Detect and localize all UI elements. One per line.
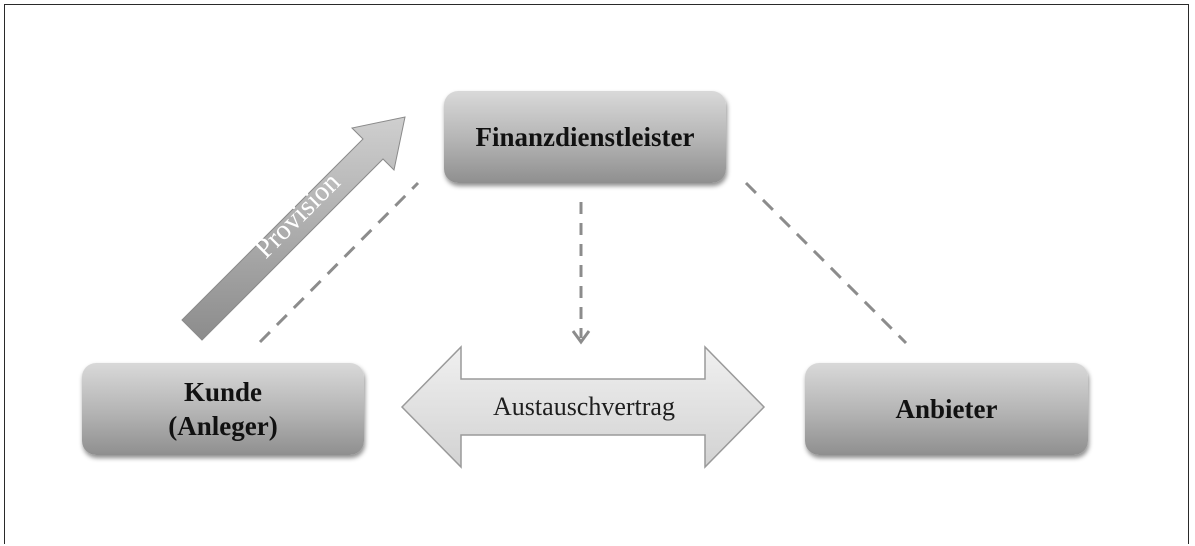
node-finanzdienstleister: Finanzdienstleister: [444, 91, 726, 183]
dashed-arrowhead: [571, 330, 591, 345]
diagram-frame: [4, 4, 1189, 544]
provision-arrow: [181, 116, 406, 341]
dashed-line-kunde-finanz: [258, 181, 420, 344]
node-anbieter-label: Anbieter: [895, 394, 998, 424]
node-anbieter: Anbieter: [805, 363, 1088, 455]
exchange-double-arrow: [400, 345, 766, 469]
node-kunde-sublabel: (Anleger): [168, 411, 278, 441]
node-kunde-label: Kunde: [183, 377, 263, 407]
node-finanzdienstleister-label: Finanzdienstleister: [475, 122, 695, 152]
node-kunde: Kunde (Anleger): [82, 363, 364, 455]
dashed-line-finanz-anbieter: [744, 181, 908, 345]
exchange-label: Austauschvertrag: [493, 392, 675, 421]
